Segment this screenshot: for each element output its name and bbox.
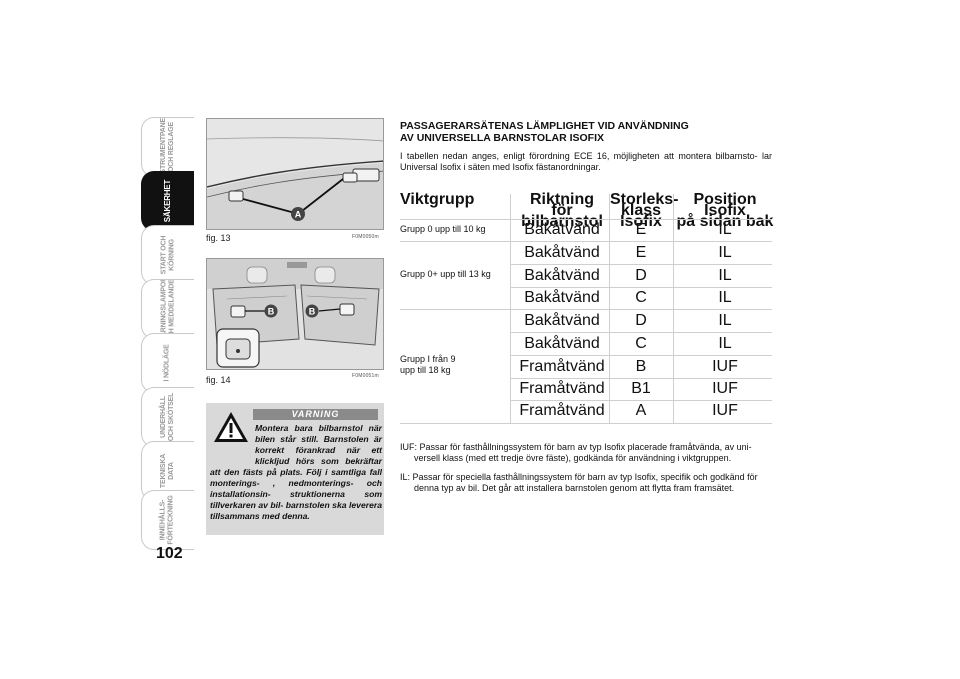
header-position: Position Isofix på sidan bak — [676, 191, 774, 230]
header-size-class: Storleks- klass Isofix — [610, 191, 679, 230]
fig-14-code: F0M0051m — [352, 373, 379, 379]
tab-label-line2: KÖRNING — [167, 239, 175, 271]
tab-label-line1: UNDERHÅLL — [159, 396, 167, 438]
table-rule — [510, 287, 772, 288]
cell-position: IL — [718, 312, 732, 329]
weight-group-1-line2: upp till 18 kg — [400, 365, 451, 375]
tab-label-line2: FÖRTECKNING — [167, 495, 175, 545]
figure-14-image: B B — [206, 258, 384, 370]
cell-size: C — [635, 335, 647, 352]
tab-label-line2: OCH MEDDELANDEN — [168, 279, 176, 339]
weight-group-1: Grupp I från 9 upp till 18 kg — [400, 354, 456, 376]
weight-group-1-line1: Grupp I från 9 — [400, 354, 456, 364]
cell-size: C — [635, 289, 647, 306]
cell-position: IL — [718, 221, 732, 238]
cell-position: IL — [718, 335, 732, 352]
cell-direction: Framåtvänd — [519, 402, 605, 419]
table-rule — [400, 423, 772, 424]
header-size-line2: klass Isofix — [620, 202, 662, 230]
warning-text: Montera bara bilbarnstol när bilen står … — [210, 423, 382, 521]
header-position-line1: Position Isofix — [693, 191, 757, 219]
section-heading: PASSAGERARSÄTENAS LÄMPLIGHET VID ANVÄNDN… — [400, 120, 780, 144]
cell-direction: Framåtvänd — [519, 358, 605, 375]
rear-seat-isofix-illustration: B B — [207, 259, 383, 369]
tab-label-line1: I NÖDLÄGE — [164, 344, 171, 382]
note-iuf: IUF: Passar för fasthållningssystem för … — [400, 442, 752, 463]
cell-size: D — [635, 312, 647, 329]
table-rule — [510, 400, 772, 401]
tab-label-line2: DATA — [168, 462, 175, 480]
cell-position: IUF — [712, 402, 738, 419]
cell-size: D — [635, 267, 647, 284]
cell-direction: Bakåtvänd — [524, 312, 600, 329]
weight-group-0plus: Grupp 0+ upp till 13 kg — [400, 269, 491, 279]
header-direction-line1: Riktning — [530, 191, 594, 208]
table-rule — [510, 332, 772, 333]
tab-start-och-korning[interactable]: START OCH KÖRNING — [141, 225, 194, 285]
fig13-label-a: A — [295, 210, 302, 220]
cell-direction: Bakåtvänd — [524, 335, 600, 352]
tab-label-line2: OCH SKÖTSEL — [167, 392, 175, 442]
cell-direction: Bakåtvänd — [524, 289, 600, 306]
section-heading-line2: AV UNIVERSELLA BARNSTOLAR ISOFIX — [400, 132, 604, 144]
fig-13-code: F0M0050m — [352, 234, 379, 240]
warning-box: VARNING Montera bara bilbarnstol när bil… — [206, 403, 384, 535]
tab-varningslampor[interactable]: VARNINGSLAMPOR OCH MEDDELANDEN — [141, 279, 194, 339]
warning-triangle-icon — [214, 412, 248, 442]
tab-instrumentpanel[interactable]: INSTRUMENTPANEL OCH REGLAGE — [141, 117, 194, 177]
tab-innehallsforteckning[interactable]: INNEHÅLLS- FÖRTECKNING — [141, 490, 194, 550]
cell-position: IL — [718, 289, 732, 306]
cell-size: B — [635, 358, 647, 375]
tab-label-line1: TEKNISKA — [160, 453, 167, 489]
table-rule — [510, 355, 772, 356]
header-direction-line2: för bilbarnstol — [521, 202, 603, 230]
tab-label-line2: OCH REGLAGE — [168, 122, 175, 172]
tab-i-nodlage[interactable]: I NÖDLÄGE — [141, 333, 194, 393]
car-seat-anchor-illustration: A — [207, 119, 383, 229]
header-position-line2: på sidan bak — [676, 213, 774, 230]
intro-paragraph: I tabellen nedan anges, enligt förordnin… — [400, 151, 772, 172]
tab-label-line1: SÄKERHET — [163, 179, 172, 223]
cell-size: B1 — [631, 380, 651, 397]
note-il: IL: Passar för speciella fasthållningssy… — [400, 472, 758, 493]
cell-position: IUF — [712, 358, 738, 375]
header-weight-group: Viktgrupp — [400, 191, 475, 208]
tab-sakerhet[interactable]: SÄKERHET — [141, 171, 194, 231]
fig14-label-b-right: B — [309, 307, 316, 317]
cell-position: IUF — [712, 380, 738, 397]
weight-group-0: Grupp 0 upp till 10 kg — [400, 224, 486, 234]
header-direction: Riktning för bilbarnstol — [516, 191, 608, 230]
table-rule — [400, 219, 772, 220]
table-rule — [510, 378, 772, 379]
cell-position: IL — [718, 244, 732, 261]
cell-direction: Bakåtvänd — [524, 244, 600, 261]
tab-label-line1: INSTRUMENTPANEL — [160, 117, 167, 177]
cell-position: IL — [718, 267, 732, 284]
header-size-line1: Storleks- — [610, 191, 679, 208]
fig-13-caption: fig. 13 — [206, 233, 231, 243]
fig14-label-b-left: B — [268, 307, 275, 317]
cell-size: A — [635, 402, 647, 419]
fig-14-caption: fig. 14 — [206, 375, 231, 385]
cell-direction: Bakåtvänd — [524, 221, 600, 238]
tab-underhall[interactable]: UNDERHÅLL OCH SKÖTSEL — [141, 387, 194, 447]
table-rule — [400, 241, 772, 242]
cell-size: E — [635, 244, 647, 261]
cell-direction: Bakåtvänd — [524, 267, 600, 284]
cell-size: E — [635, 221, 647, 238]
page-number: 102 — [156, 545, 183, 562]
tab-label-line1: START OCH — [159, 235, 167, 275]
cell-direction: Framåtvänd — [519, 380, 605, 397]
figure-13-image: A — [206, 118, 384, 230]
tab-label-line1: VARNINGSLAMPOR — [160, 279, 168, 339]
warning-title: VARNING — [253, 409, 378, 420]
section-heading-line1: PASSAGERARSÄTENAS LÄMPLIGHET VID ANVÄNDN… — [400, 120, 689, 132]
table-rule — [510, 264, 772, 265]
table-rule — [400, 309, 772, 310]
